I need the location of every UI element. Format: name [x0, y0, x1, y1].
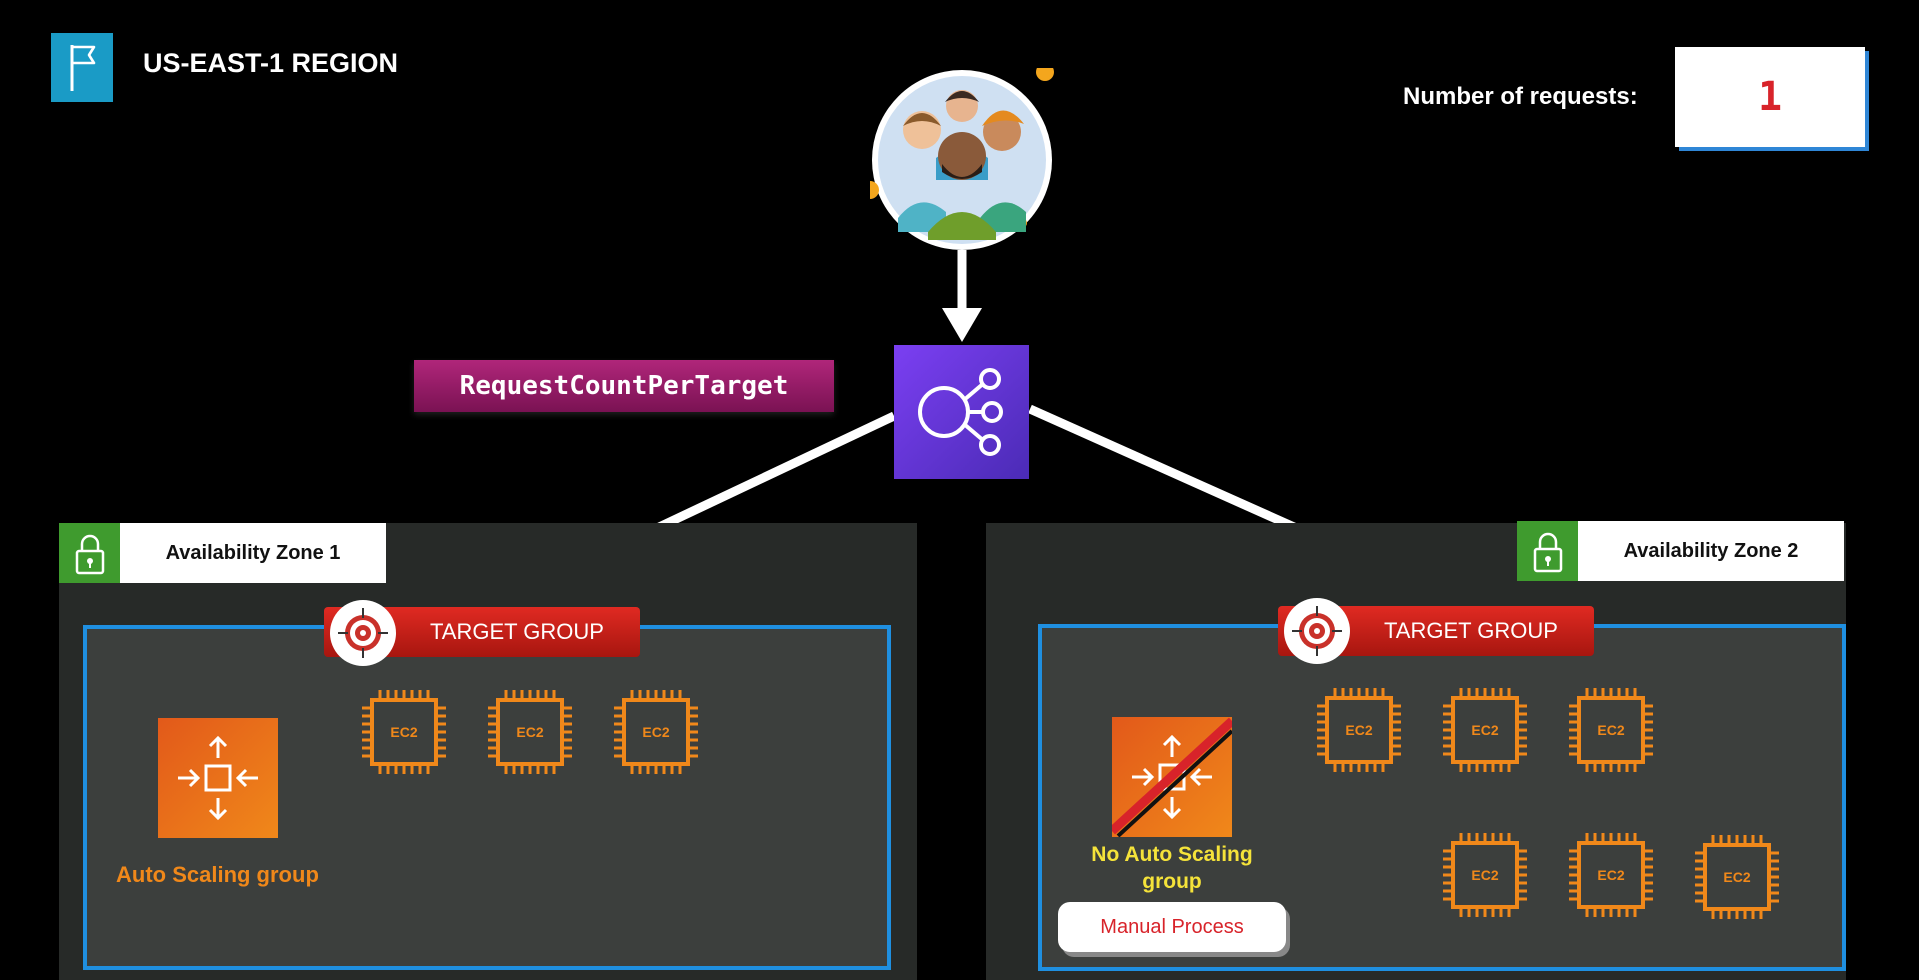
auto-scaling-group-label: Auto Scaling group — [116, 862, 319, 887]
manual-process-badge: Manual Process — [1058, 902, 1286, 952]
availability-zone-2-label: Availability Zone 2 — [1578, 521, 1844, 581]
requests-label: Number of requests: — [1403, 83, 1638, 110]
region-flag-icon — [51, 33, 113, 102]
ec2-instance-icon: EC2 — [358, 686, 450, 778]
no-auto-scaling-group-label: No Auto Scaling group — [1072, 841, 1272, 895]
load-balancer-icon — [894, 345, 1029, 479]
ec2-instance-icon: EC2 — [1439, 829, 1531, 921]
ec2-instance-icon: EC2 — [1691, 831, 1783, 923]
users-group-icon — [861, 63, 1054, 252]
metric-label: RequestCountPerTarget — [414, 360, 834, 412]
ec2-label: EC2 — [516, 724, 543, 740]
no-auto-scaling-line-1: No Auto Scaling — [1091, 843, 1253, 866]
ec2-label: EC2 — [1723, 869, 1750, 885]
target-icon — [330, 600, 396, 666]
ec2-instance-icon: EC2 — [1565, 684, 1657, 776]
ec2-label: EC2 — [1597, 867, 1624, 883]
ec2-instance-icon: EC2 — [610, 686, 702, 778]
ec2-label: EC2 — [1597, 722, 1624, 738]
disabled-auto-scaling-group-icon — [1108, 717, 1236, 838]
ec2-instance-icon: EC2 — [1313, 684, 1405, 776]
requests-value: 1 — [1757, 74, 1783, 120]
auto-scaling-group-icon — [158, 718, 278, 838]
ec2-label: EC2 — [390, 724, 417, 740]
ec2-instance-icon: EC2 — [484, 686, 576, 778]
ec2-label: EC2 — [1471, 867, 1498, 883]
no-auto-scaling-line-2: group — [1142, 870, 1202, 893]
target-group-1-title: TARGET GROUP — [430, 619, 604, 644]
availability-zone-1-label: Availability Zone 1 — [120, 523, 386, 583]
lock-icon — [59, 523, 120, 583]
metric-text: RequestCountPerTarget — [459, 371, 789, 401]
requests-counter: 1 — [1675, 47, 1865, 147]
target-group-2-title: TARGET GROUP — [1384, 618, 1558, 643]
ec2-label: EC2 — [1345, 722, 1372, 738]
ec2-instance-icon: EC2 — [1439, 684, 1531, 776]
ec2-instance-icon: EC2 — [1565, 829, 1657, 921]
manual-process-label: Manual Process — [1100, 915, 1244, 938]
lock-icon — [1517, 521, 1578, 581]
region-title: US-EAST-1 REGION — [143, 48, 399, 78]
ec2-label: EC2 — [642, 724, 669, 740]
target-icon — [1284, 598, 1350, 664]
ec2-label: EC2 — [1471, 722, 1498, 738]
